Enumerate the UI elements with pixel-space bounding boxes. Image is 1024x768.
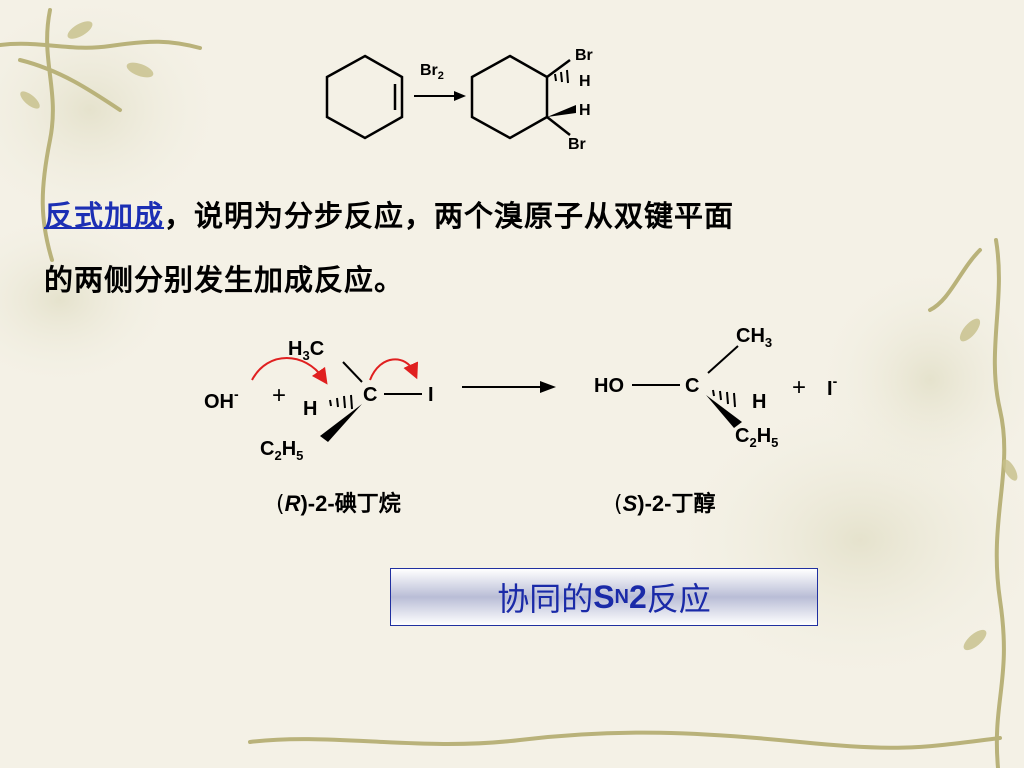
banner-n-sub: N: [614, 585, 629, 608]
hashed-bond-h-reactant: [329, 394, 353, 410]
banner-prefix: 协同的: [497, 580, 594, 618]
cyclohexane-ring: [470, 54, 549, 140]
bond-to-br-top: [546, 58, 571, 79]
hydroxide: OH-: [204, 386, 239, 413]
label-br-top: Br: [575, 47, 593, 64]
label-h-bottom: H: [579, 102, 591, 119]
h-label-reactant: H: [303, 398, 317, 420]
hashed-bond-h-top: [554, 69, 569, 84]
reagent-br2: Br2: [420, 62, 444, 82]
anti-addition-link[interactable]: 反式加成: [44, 199, 165, 233]
vine-bottom: [248, 730, 1002, 750]
iodine-atom: I: [428, 384, 434, 406]
bromination-scheme: Br2 Br H H Br: [325, 47, 593, 153]
methyl-group-product: CH3: [736, 325, 772, 350]
reaction-arrow-2-head: [540, 381, 556, 393]
banner-s: S: [593, 578, 615, 615]
hydroxyl-product: HO: [594, 375, 624, 397]
label-h-top: H: [579, 73, 591, 90]
wedge-ethyl-reactant: [320, 404, 362, 442]
wedge-bond-h-bottom: [547, 105, 576, 117]
paragraph-line2: 的两侧分别发生加成反应。: [44, 263, 405, 297]
product-name: (S)-2-丁醇: [614, 491, 716, 517]
attack-arrow: [251, 357, 328, 385]
chiral-carbon-product: C: [685, 375, 699, 397]
cyclohexene-ring: [325, 54, 404, 140]
bond-methyl-product: [707, 345, 739, 374]
methyl-group-reactant: H3C: [288, 338, 324, 363]
wedge-ethyl-product: [706, 395, 742, 428]
reaction-arrow-1-head: [454, 91, 466, 101]
leaving-arrow: [369, 358, 419, 381]
paragraph-line1: ，说明为分步反应，两个溴原子从双键平面: [164, 199, 735, 233]
vine-right: [928, 238, 1007, 768]
ethyl-group-product: C2H5: [735, 425, 778, 450]
chiral-carbon-reactant: C: [363, 384, 377, 406]
bond-methyl: [342, 361, 363, 383]
hashed-bond-h-product: [712, 389, 736, 408]
banner-suffix: 反应: [646, 580, 711, 618]
label-br-bottom: Br: [568, 136, 586, 153]
banner-two: 2: [629, 578, 647, 615]
plus-sign-1: +: [272, 382, 286, 409]
iodide-ion: I-: [827, 373, 838, 400]
h-label-product: H: [752, 391, 766, 413]
explanation-paragraph: 反式加成，说明为分步反应，两个溴原子从双键平面 的两侧分别发生加成反应。: [44, 184, 984, 312]
bond-to-br-bottom: [546, 116, 571, 136]
vine-top-left: [0, 8, 202, 262]
sn2-scheme: OH- + H3C C I H C2H5 HO C: [204, 325, 838, 463]
ethyl-group-reactant: C2H5: [260, 438, 303, 463]
reactant-name: (R)-2-碘丁烷: [276, 491, 401, 517]
plus-sign-2: +: [792, 374, 806, 401]
